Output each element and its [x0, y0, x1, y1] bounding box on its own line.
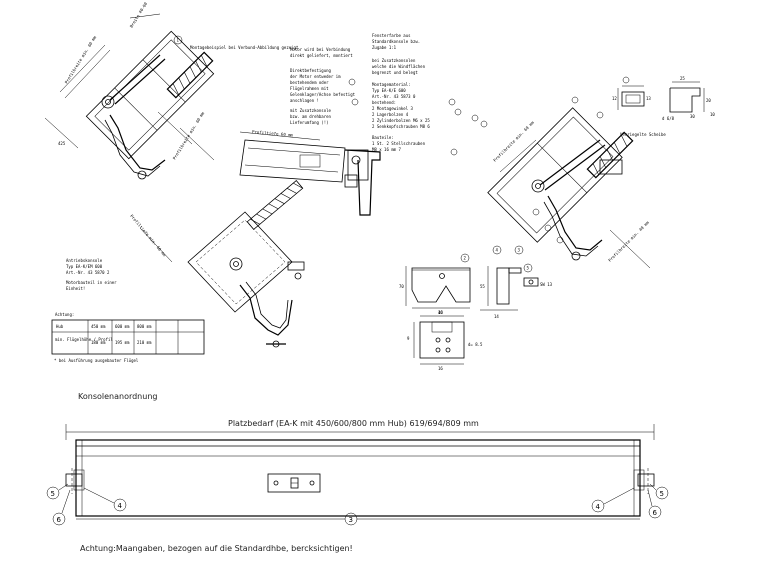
- b-dim-55: 55: [480, 284, 485, 289]
- r-dim-13: 13: [646, 96, 651, 101]
- label-width: Breite 40-60: [129, 1, 149, 29]
- bottom-note: Achtung:Maangaben, bezogen auf die Stand…: [80, 544, 353, 553]
- r-note-1: Standardkonsole bzw.: [372, 39, 420, 44]
- r-note-17: Bauteile:: [372, 135, 394, 140]
- callout-5-left: 5: [51, 490, 55, 498]
- r-note-18: 1 St. 2 Stellschrauben: [372, 141, 426, 146]
- r-note-2: Zugabe 1:1: [372, 45, 397, 50]
- motor-line-5: Einheit!: [66, 286, 85, 291]
- callout-4-left: 4: [118, 502, 123, 510]
- note-line-1: direkt geliefert, montiert: [290, 53, 353, 58]
- r-note-14: 2 Zylinderbolzen M6 x 25: [372, 118, 430, 123]
- r-note-5: welche die Windflächen: [372, 64, 426, 69]
- dim-profile-width-2: Profilbreite min. 60 mm: [172, 110, 206, 160]
- dim-425: 425: [58, 141, 66, 146]
- detail-center: Profiltiefe 60 mm Profi: [129, 129, 381, 348]
- motor-line-4: Motorbauteil in einer: [66, 280, 117, 285]
- space-requirement: Platzbedarf (EA-K mit 450/600/800 mm Hub…: [228, 419, 479, 428]
- motor-box: Antriebskonsole Typ EA-K/EM 600 Art.-Nr.…: [66, 258, 117, 291]
- table-r0-c2: 600 mm: [115, 324, 130, 329]
- table-r1-c2: 195 mm: [115, 340, 130, 345]
- r-dim-profile-2: Profilbreite min. 40 mm: [607, 220, 650, 263]
- r-note-6: begrenzt und belegt: [372, 70, 418, 75]
- note-line-8: anschlagen !: [290, 98, 319, 103]
- note-line-4: der Motor entweder im: [290, 74, 341, 79]
- table-r1-c3: 210 mm: [137, 340, 152, 345]
- label-installation: Montagebeispiel bei Verbund-Abbildung ge…: [190, 45, 299, 50]
- r-dim-12: 12: [612, 96, 617, 101]
- r-note-11: bestehend:: [372, 100, 396, 105]
- r-note-10: Art.-Nr. 43 5873 0: [372, 94, 416, 99]
- note-line-7: Gelenklager/Achse befestigt: [290, 92, 356, 97]
- r-dim-tiny: d 6/8: [662, 116, 675, 121]
- small-parts-top-right: 12 13 25 20 30 10 d 6/8: [612, 76, 715, 121]
- bracket-detail: 70 16 55 14 SW 13 2 4 3 5 40 9 16 d=: [399, 245, 553, 371]
- b-dim-40: 40: [438, 310, 443, 315]
- table-r1-c1: 180 mm: [91, 340, 106, 345]
- callout-5-right: 5: [660, 490, 664, 498]
- spec-table: Achtung: Hub 450 mm 600 mm 800 mm min. F…: [51, 312, 205, 363]
- b-dim-16: 16: [438, 310, 443, 315]
- b-dim-d: d= 8.5: [468, 342, 483, 347]
- b-dim-16b: 16: [438, 366, 443, 371]
- profile-label: Profiltiefe 60 mm: [252, 129, 294, 138]
- r-dim-20: 20: [706, 98, 711, 103]
- b-dim-9: 9: [407, 336, 410, 341]
- section-title: Konsolenanordnung: [78, 392, 157, 401]
- callout-6-right: 6: [653, 509, 658, 517]
- b-callout-2: 3: [518, 248, 521, 253]
- callout-4-right: 4: [596, 503, 601, 511]
- r-dim-profile: Profilbreite min. 60 mm: [492, 120, 535, 163]
- motor-line-1: Typ EA-K/EM 600: [66, 264, 103, 269]
- b-callout-3: 5: [527, 266, 530, 271]
- r-dim-25: 25: [680, 76, 685, 81]
- r-dim-10: 10: [710, 112, 715, 117]
- note-top-right: Fensterfarbe aus Standardkonsole bzw. Zu…: [372, 33, 488, 156]
- table-r0-c0: Hub: [56, 324, 64, 329]
- note-line-12: Lieferumfang (!): [290, 120, 329, 125]
- note-line-5: bestehendem oder: [290, 80, 329, 85]
- r-note-15: 2 Senkkopfschrauben M8 6: [372, 124, 430, 129]
- table-title: Achtung:: [55, 312, 74, 317]
- b-dim-70: 70: [399, 284, 404, 289]
- note-line-10: mit Zusatzkonsole: [290, 108, 332, 113]
- bottom-elevation: Platzbedarf (EA-K mit 450/600/800 mm Hub…: [46, 419, 669, 526]
- table-r1-c0: min. Flügelhöhe / Profil: [55, 337, 113, 342]
- r-note-13: 2 Lagerbolzen 4: [372, 112, 409, 117]
- note-line-6: Flügelrahmen mit: [290, 86, 329, 91]
- detail-top-left: Profilbreite min. 60 mm Breite 40-60 Pro…: [44, 1, 299, 180]
- motor-line-2: Art.-Nr. 43 5870 2: [66, 270, 110, 275]
- b-callout-1: 4: [496, 248, 499, 253]
- r-note-4: bei Zusatzkonsolen: [372, 58, 416, 63]
- callout-1: 1: [177, 38, 180, 43]
- r-label-verrieg: Verriegelte Scheibe: [620, 132, 666, 137]
- r-note-8: Montagematerial:: [372, 82, 411, 87]
- r-note-19: M8 x 16 mm 7: [372, 147, 401, 152]
- r-note-0: Fensterfarbe aus: [372, 33, 411, 38]
- rotated-label: Profiltiefe min. 60 mm: [129, 213, 167, 257]
- note-line-11: bzw. am drehbaren: [290, 114, 332, 119]
- callout-6-left: 6: [57, 516, 62, 524]
- table-r0-c3: 800 mm: [137, 324, 152, 329]
- table-r0-c1: 450 mm: [91, 324, 106, 329]
- note-line-3: Direktbefestigung: [290, 68, 332, 73]
- callout-3: 3: [349, 516, 353, 524]
- table-footnote: * bei Ausführung ausgebauter Flügel: [54, 358, 139, 363]
- b-thread: SW 13: [540, 282, 553, 287]
- b-dim-14: 14: [494, 314, 499, 319]
- r-dim-30: 30: [690, 114, 695, 119]
- note-top-center: Motor wird bei Verbindung direkt geliefe…: [290, 47, 359, 125]
- r-note-9: Typ EA-K/E 600: [372, 88, 406, 93]
- dim-profile-width: Profilbreite min. 60 mm: [64, 34, 98, 84]
- note-line-0: Motor wird bei Verbindung: [290, 47, 351, 52]
- b-callout-0: 2: [464, 256, 467, 261]
- motor-line-0: Antriebskonsole: [66, 258, 103, 263]
- r-note-12: 2 Montagewinkel 3: [372, 106, 414, 111]
